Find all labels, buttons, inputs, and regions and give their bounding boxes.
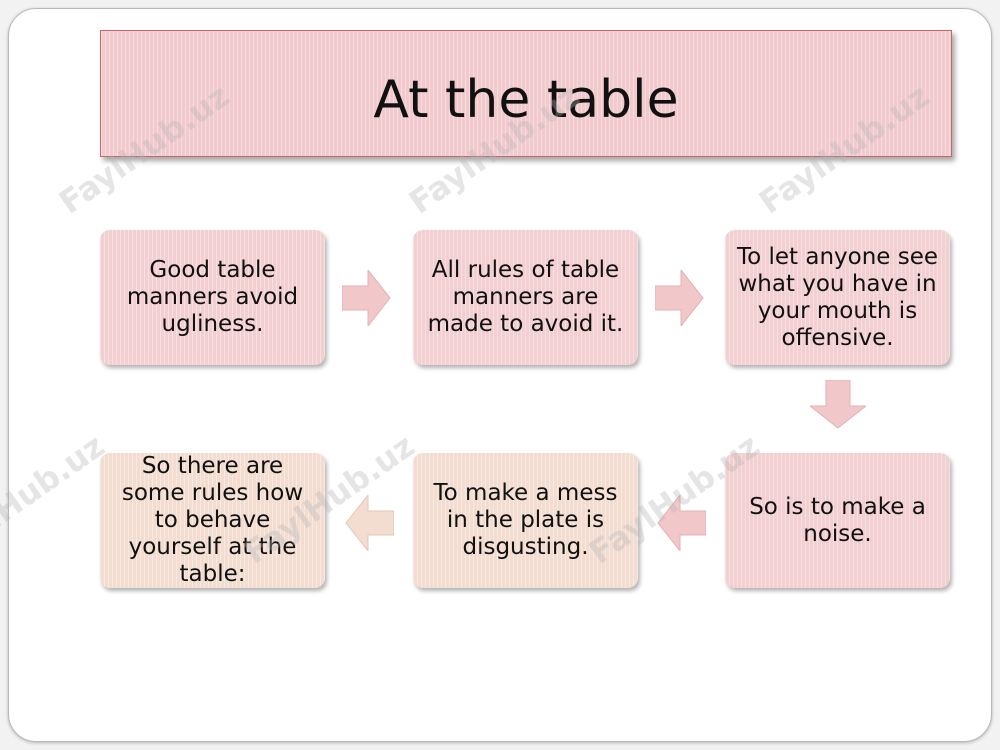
left-arrow-icon — [657, 495, 706, 551]
step-1-text: Good table manners avoid ugliness. — [126, 257, 299, 337]
step-box-1: Good table manners avoid ugliness. — [100, 230, 325, 365]
right-arrow-icon — [342, 270, 391, 326]
right-arrow-icon — [655, 270, 704, 326]
step-3-text: To let anyone see what you have in your … — [736, 243, 939, 351]
step-box-2: All rules of table manners are made to a… — [413, 230, 638, 365]
step-6-text: So there are some rules how to behave yo… — [121, 453, 304, 587]
step-2-text: All rules of table manners are made to a… — [427, 257, 624, 337]
left-arrow-icon — [345, 495, 394, 551]
down-arrow-icon — [810, 380, 866, 429]
title-banner: At the table — [100, 30, 952, 157]
step-4-text: So is to make a noise. — [749, 493, 926, 547]
step-5-text: To make a mess in the plate is disgustin… — [433, 480, 618, 560]
step-box-6: So there are some rules how to behave yo… — [100, 453, 325, 588]
step-box-5: To make a mess in the plate is disgustin… — [413, 453, 638, 588]
step-box-3: To let anyone see what you have in your … — [725, 230, 950, 365]
step-box-4: So is to make a noise. — [725, 453, 950, 588]
slide-title: At the table — [373, 69, 679, 130]
